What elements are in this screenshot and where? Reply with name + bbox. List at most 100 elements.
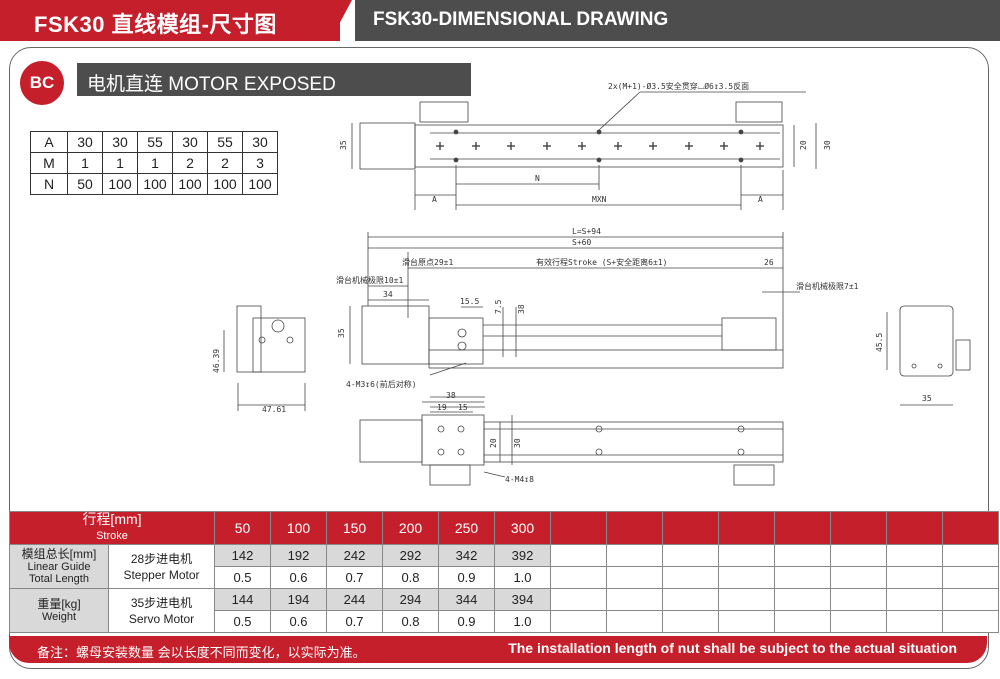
empty-cell — [886, 544, 943, 567]
limit-sensor-right — [735, 101, 783, 123]
stroke-value: 300 — [494, 511, 551, 545]
length-value: 294 — [382, 588, 439, 611]
empty-cell — [550, 511, 607, 545]
weight-value: 0.9 — [438, 566, 495, 589]
motor-bottom — [359, 419, 423, 463]
dim-label: 滑台机械极限7±1 — [796, 281, 859, 291]
table-row: N 50 100 100 100 100 100 — [30, 173, 278, 195]
empty-cell — [718, 544, 775, 567]
header-slant — [330, 0, 352, 41]
weight-value: 0.5 — [214, 566, 271, 589]
dim-label: N — [535, 174, 540, 183]
stepper-label-cn: 28步进电机 — [130, 551, 193, 566]
side-view-labels: L=S+94 S+60 滑台原点29±1 有效行程Stroke (S+安全距离6… — [336, 227, 859, 389]
mount-holes — [436, 142, 764, 150]
dim-label: 38 — [446, 391, 456, 400]
amn-table: A 30 30 55 30 55 30 M 1 1 1 2 2 3 N 50 1… — [30, 131, 278, 195]
dim-label: S+60 — [572, 238, 591, 247]
empty-cell — [774, 511, 831, 545]
dim-label: 35 — [922, 394, 932, 403]
weight-label: 重量[kg] Weight — [9, 588, 109, 633]
length-value: 242 — [326, 544, 383, 567]
table-row: 模组总长[mm] Linear Guide Total Length 28步进电… — [9, 544, 999, 589]
dim-label: 35 — [339, 140, 348, 150]
dim-label: 7.5 — [494, 299, 503, 314]
length-label-en1: Linear Guide — [27, 561, 91, 573]
dim-label: 46.39 — [212, 349, 221, 373]
dim-label: 15 — [458, 403, 468, 412]
rail-side — [428, 349, 784, 369]
end-view-motor — [223, 305, 306, 411]
bottom-view-labels: 38 19 15 20 30 4-M4↧8 — [437, 391, 534, 484]
slide-carriage — [428, 317, 484, 365]
weight-value: 0.5 — [214, 610, 271, 633]
dim-label: 20 — [799, 140, 808, 150]
end-block — [721, 317, 777, 351]
dim-label: 4-M3↧6(前后对称) — [346, 379, 417, 389]
empty-cell — [886, 566, 943, 589]
servo-label: 35步进电机 Servo Motor — [108, 588, 215, 633]
dim-label: 47.61 — [262, 405, 286, 414]
dim-label: 30 — [513, 438, 522, 448]
length-label-cn: 模组总长[mm] — [21, 547, 97, 561]
stepper-label: 28步进电机 Stepper Motor — [108, 544, 215, 589]
empty-cell — [830, 610, 887, 633]
empty-cell — [662, 588, 719, 611]
section-badge: BC — [20, 61, 64, 105]
dim-label: 滑台原点29±1 — [402, 257, 453, 267]
empty-cell — [774, 544, 831, 567]
empty-cell — [606, 588, 663, 611]
stroke-label-en: Stroke — [96, 530, 128, 542]
weight-label-en: Weight — [41, 611, 77, 623]
dim-label: 30 — [823, 140, 832, 150]
hole-note: 2x(M+1)-Ø3.5安全贯穿⌴Ø6↧3.5反面 — [608, 81, 749, 91]
length-value: 144 — [214, 588, 271, 611]
motor-flange — [252, 317, 306, 373]
weight-value: 0.6 — [270, 566, 327, 589]
empty-cell — [830, 511, 887, 545]
motor-body — [359, 122, 416, 170]
empty-cell — [942, 588, 999, 611]
dim-label: 26 — [764, 258, 774, 267]
table-cell: 100 — [242, 173, 278, 195]
header-cn-banner: FSK30 直线模组-尺寸图 — [0, 0, 340, 41]
empty-cell — [942, 544, 999, 567]
weight-value: 1.0 — [494, 566, 551, 589]
weight-value: 1.0 — [494, 610, 551, 633]
empty-cell — [718, 610, 775, 633]
dim-label: 35 — [337, 328, 346, 338]
empty-cell — [886, 588, 943, 611]
stepper-label-en: Stepper Motor — [123, 567, 200, 582]
length-value: 192 — [270, 544, 327, 567]
empty-cell — [550, 588, 607, 611]
dim-label: 4-M4↧8 — [505, 475, 534, 484]
dim-label: 19 — [437, 403, 447, 412]
stroke-value: 200 — [382, 511, 439, 545]
end-view-right — [886, 305, 971, 406]
table-cell: 30 — [102, 131, 138, 153]
end-cap — [899, 305, 954, 377]
length-value: 344 — [438, 588, 495, 611]
empty-cell — [606, 566, 663, 589]
stroke-value: 100 — [270, 511, 327, 545]
footer-note-en: The installation length of nut shall be … — [508, 640, 957, 656]
side-view — [349, 232, 800, 408]
footer-bar: 备注：螺母安装数量 会以长度不同而变化，以实际为准。 The installat… — [9, 636, 987, 663]
servo-label-cn: 35步进电机 — [130, 595, 193, 610]
top-view — [351, 91, 817, 210]
table-cell: 100 — [137, 173, 173, 195]
length-value: 394 — [494, 588, 551, 611]
table-cell: 50 — [67, 173, 103, 195]
stroke-value: 150 — [326, 511, 383, 545]
length-value: 392 — [494, 544, 551, 567]
weight-value: 0.8 — [382, 566, 439, 589]
empty-cell — [662, 511, 719, 545]
stroke-value: 50 — [214, 511, 271, 545]
weight-value: 0.8 — [382, 610, 439, 633]
dim-label: 34 — [383, 290, 393, 299]
empty-cell — [774, 588, 831, 611]
bottom-view — [359, 401, 784, 486]
empty-cell — [774, 566, 831, 589]
empty-cell — [550, 610, 607, 633]
empty-cell — [830, 544, 887, 567]
